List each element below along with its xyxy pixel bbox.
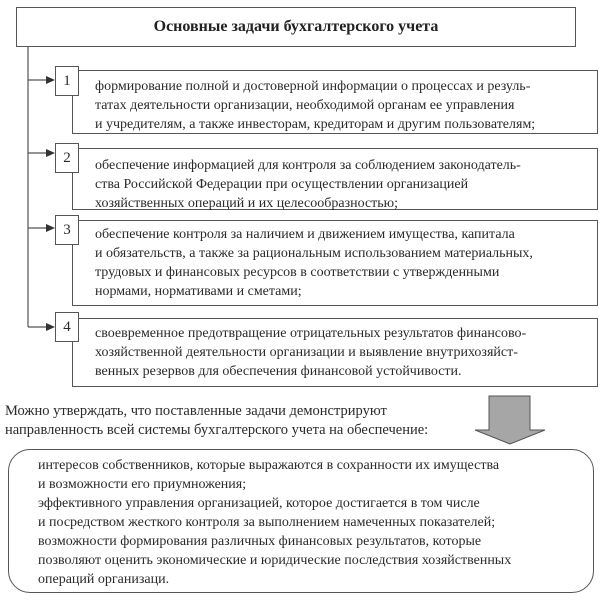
task-text-line: татах деятельности организации, необходи… (95, 98, 515, 113)
task-text-line: хозяйственной деятельности организации и… (95, 345, 518, 360)
task-text-line: хозяйственных операций и их целесообразн… (95, 196, 399, 211)
task-box-4: своевременное предотвращение отрицательн… (72, 318, 598, 387)
task-text-line: обеспечение информацией для контроля за … (95, 158, 521, 173)
outcomes-box: интересов собственников, которые выражаю… (8, 449, 594, 593)
outcome-line: операций организаци. (38, 572, 170, 587)
arrow-to-task-4 (28, 323, 55, 331)
diagram-title: Основные задачи бухгалтерского учета (16, 7, 576, 47)
outcome-line: и возможности его приумножения; (38, 477, 247, 492)
task-box-3: обеспечение контроля за наличием и движе… (72, 220, 598, 306)
task-text-line: и обязательств, а также за рациональным … (95, 246, 533, 261)
task-text-line: своевременное предотвращение отрицательн… (95, 326, 527, 341)
intro-line: Можно утверждать, что поставленные задач… (5, 403, 387, 419)
arrow-to-task-2 (28, 149, 55, 157)
task-text-line: обеспечение контроля за наличием и движе… (95, 227, 515, 242)
arrow-to-task-3 (28, 224, 55, 232)
outcome-line: интересов собственников, которые выражаю… (38, 458, 500, 473)
outcome-line: позволяют оценить экономические и юридич… (38, 553, 512, 568)
task-number: 4 (55, 312, 79, 342)
task-box-2: обеспечение информацией для контроля за … (72, 148, 598, 211)
intro-text: Можно утверждать, что поставленные задач… (5, 402, 428, 440)
outcome-line: эффективного управления организацией, ко… (38, 496, 480, 511)
outcome-line: возможности формирования различных финан… (38, 534, 482, 549)
intro-line: направленность всей системы бухгалтерско… (5, 422, 429, 438)
task-text-line: и учредителям, а также инвесторам, креди… (95, 117, 536, 132)
task-text-line: венных резервов для обеспечения финансов… (95, 364, 462, 379)
block-arrow-down-icon (474, 395, 546, 445)
task-text-line: трудовых и финансовых ресурсов в соответ… (95, 265, 500, 280)
task-text-line: нормами, нормативами и сметами; (95, 284, 302, 299)
task-number: 2 (55, 143, 79, 173)
task-text-line: ства Российской Федерации при осуществле… (95, 177, 469, 192)
task-number: 3 (55, 215, 79, 245)
outcome-line: и посредством жесткого контроля за выпол… (38, 515, 496, 530)
task-box-1: формирование полной и достоверной информ… (72, 70, 598, 134)
task-text-line: формирование полной и достоверной информ… (95, 79, 531, 94)
task-number: 1 (55, 66, 79, 96)
arrow-to-task-1 (28, 76, 55, 84)
